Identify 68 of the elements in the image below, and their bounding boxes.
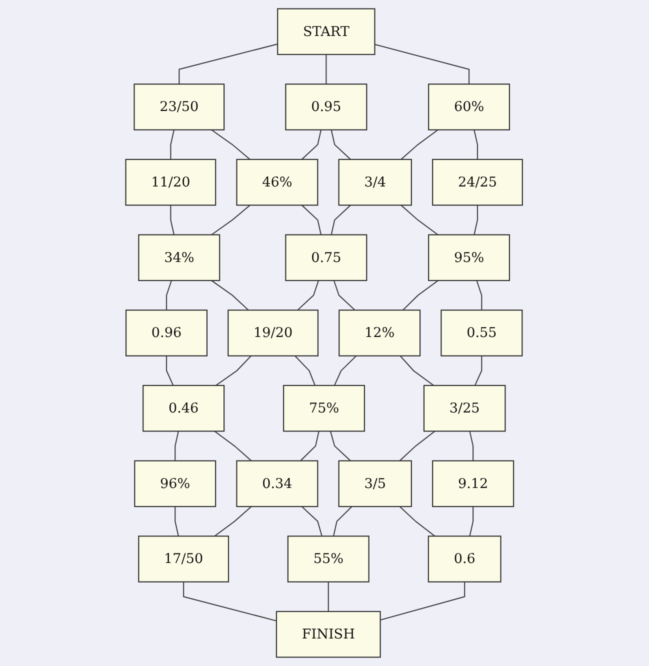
connector <box>216 355 252 386</box>
connector <box>470 506 474 536</box>
connector <box>331 204 352 235</box>
connector <box>302 204 322 235</box>
connector <box>298 280 320 311</box>
connector <box>328 582 330 612</box>
connector <box>166 280 172 310</box>
node-box: 12% <box>339 310 421 356</box>
connector <box>474 356 483 386</box>
node-box: 34% <box>138 234 221 282</box>
node-box: 96% <box>134 460 217 508</box>
node-box: 23/50 <box>134 84 226 130</box>
connector <box>470 431 474 461</box>
node-box: 60% <box>428 84 510 130</box>
node-box: 46% <box>236 158 319 206</box>
connector <box>212 280 250 311</box>
node-box: 0.75 <box>286 234 368 282</box>
connector <box>400 506 436 537</box>
node-box: 0.95 <box>286 84 368 130</box>
connector <box>400 430 436 462</box>
connector <box>402 280 439 311</box>
connector <box>214 506 252 537</box>
connector <box>166 356 174 386</box>
node-box: START <box>277 8 376 56</box>
node-box: 0.55 <box>441 310 524 356</box>
connector <box>474 205 478 235</box>
connector <box>170 130 175 160</box>
node-box: FINISH <box>276 610 382 658</box>
connector <box>326 54 328 84</box>
node-box: 95% <box>428 234 510 282</box>
connector <box>334 280 356 311</box>
connector <box>179 44 278 84</box>
connector <box>302 130 322 160</box>
connector <box>300 431 320 462</box>
connector <box>212 204 251 236</box>
connector <box>331 130 352 160</box>
connector <box>401 204 439 236</box>
connector <box>212 129 251 160</box>
connector <box>400 355 434 386</box>
node-box: 0.96 <box>126 310 208 356</box>
connector <box>294 355 316 386</box>
node-box: 11/20 <box>126 158 217 206</box>
node-box: 19/20 <box>228 310 319 356</box>
node-box: 0.46 <box>142 384 225 432</box>
connector <box>333 506 353 536</box>
connector <box>476 280 483 310</box>
node-box: 17/50 <box>138 536 230 582</box>
node-box: 3/25 <box>424 384 506 432</box>
connector <box>214 430 252 462</box>
node-box: 24/25 <box>432 158 524 206</box>
connector <box>174 431 180 461</box>
node-box: 9.12 <box>432 460 514 508</box>
connector <box>302 506 323 536</box>
node-box: 0.6 <box>428 536 502 582</box>
node-box: 75% <box>283 384 366 432</box>
connector <box>401 129 439 160</box>
node-box: 3/5 <box>338 460 412 508</box>
connector <box>174 506 180 536</box>
connector <box>170 205 175 235</box>
connector <box>183 582 277 622</box>
node-box: 0.34 <box>236 460 319 508</box>
node-box: 55% <box>288 536 370 582</box>
connector <box>334 355 358 386</box>
connector <box>474 130 478 160</box>
node-box: 3/4 <box>338 158 412 206</box>
connector <box>375 44 470 84</box>
connector <box>380 582 466 621</box>
connector <box>330 431 352 462</box>
